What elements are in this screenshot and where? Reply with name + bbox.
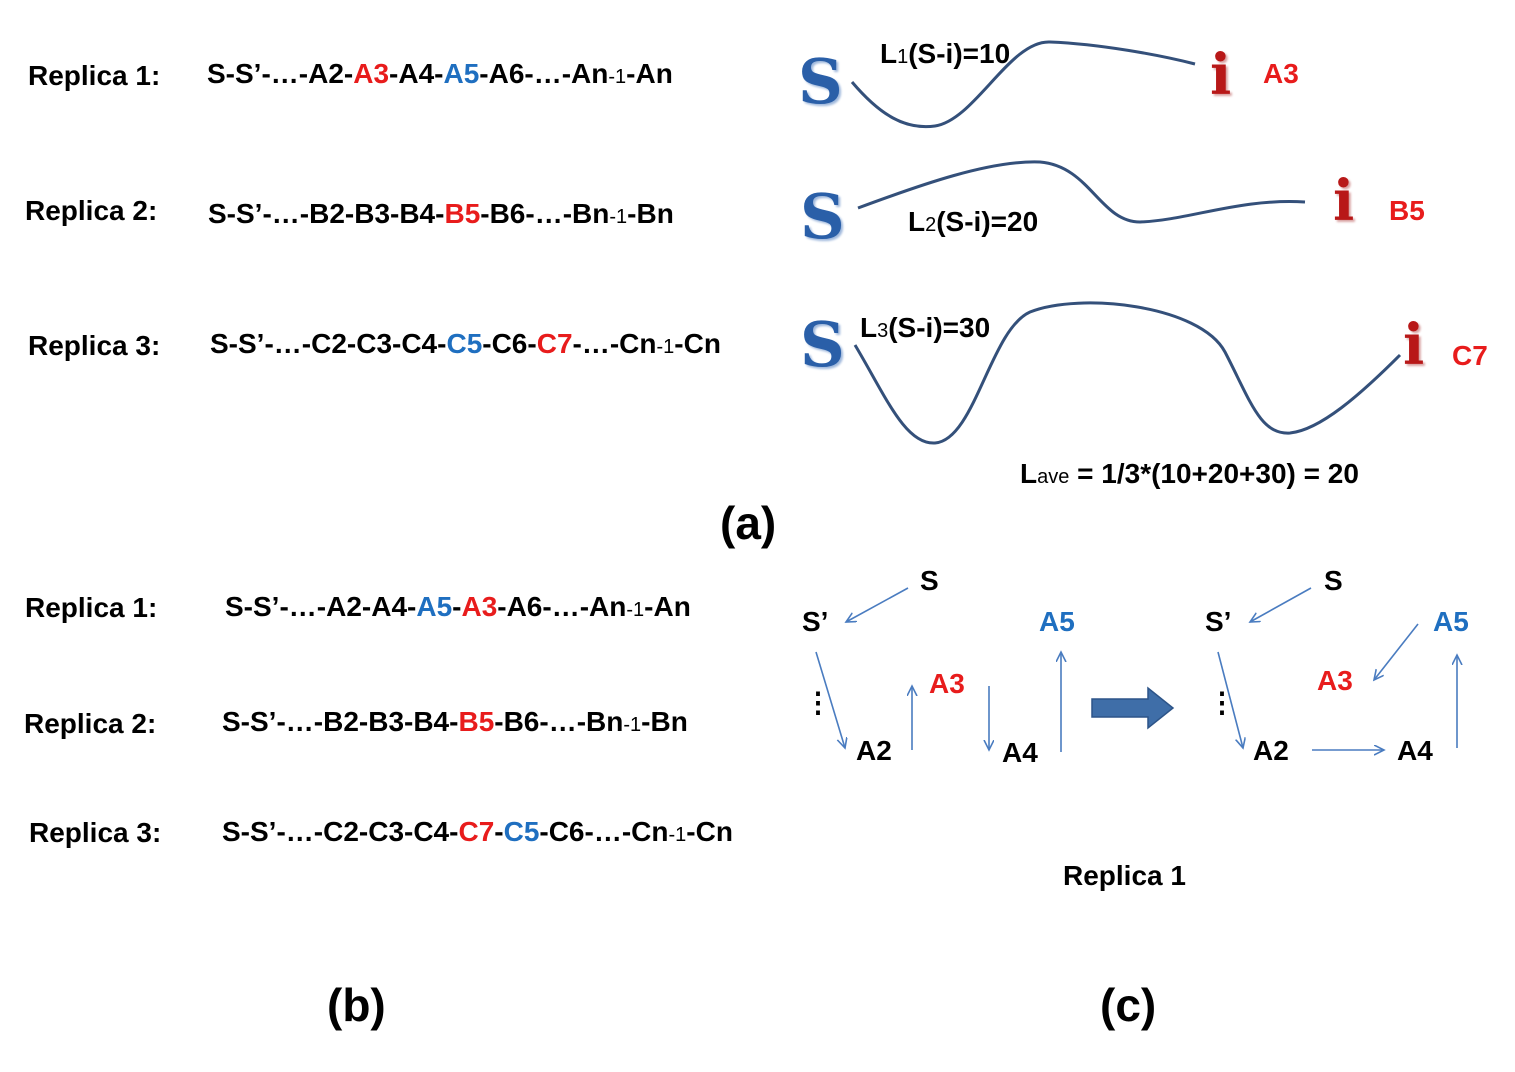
sequence-segment: -C6- bbox=[482, 328, 537, 359]
start-s-icon: S bbox=[800, 308, 845, 381]
node-dots: ⋮ bbox=[804, 687, 832, 718]
node-a5: A5 bbox=[1433, 606, 1469, 637]
sequence-segment: -1 bbox=[626, 599, 645, 621]
curve-length-label: L2(S-i)=20 bbox=[908, 206, 1039, 237]
curve-end-label: B5 bbox=[1389, 195, 1425, 226]
sequence-segment: S-S’-…-C2-C3-C4- bbox=[210, 328, 447, 359]
curve-end-label: C7 bbox=[1452, 340, 1488, 371]
average-length-label: Lave = 1/3*(10+20+30) = 20 bbox=[1020, 458, 1359, 489]
sequence-segment: - bbox=[452, 591, 462, 622]
sequence-segment: S-S’-…-B2-B3-B4- bbox=[208, 198, 445, 229]
sequence-segment: -Bn bbox=[641, 706, 688, 737]
sequence-segment: S-S’-…-B2-B3-B4- bbox=[222, 706, 459, 737]
sequence-segment: - bbox=[494, 816, 504, 847]
sequence-segment: B5 bbox=[458, 706, 495, 737]
sequence-segment: -1 bbox=[656, 336, 675, 358]
sequence-segment: S-S’-…-C2-C3-C4- bbox=[222, 816, 459, 847]
start-s-icon: S bbox=[798, 45, 843, 118]
sequence-b1: S-S’-…-A2-A4-A5-A3-A6-…-An-1-An bbox=[225, 591, 691, 623]
node-a3: A3 bbox=[1317, 665, 1353, 696]
sequence-segment: S-S’-…-A2-A4- bbox=[225, 591, 417, 622]
sequence-segment: -C6-…-Cn bbox=[539, 816, 669, 847]
sequence-segment: -An bbox=[644, 591, 691, 622]
curve-length-label: L1(S-i)=10 bbox=[880, 38, 1011, 69]
replica-label: Replica 3: bbox=[28, 330, 161, 361]
info-i-icon: i bbox=[1403, 312, 1425, 378]
node-a2: A2 bbox=[1253, 735, 1289, 766]
sequence-a1: S-S’-…-A2-A3-A4-A5-A6-…-An-1-An bbox=[207, 58, 673, 90]
sequence-segment: -An bbox=[626, 58, 673, 89]
arrow-a5-to-a3-2 bbox=[1374, 623, 1419, 680]
replica-label: Replica 1: bbox=[28, 60, 161, 91]
node-s: S bbox=[1324, 565, 1343, 596]
sequence-segment: C5 bbox=[503, 816, 540, 847]
sequence-segment: C7 bbox=[458, 816, 495, 847]
transition-arrow bbox=[1091, 686, 1175, 730]
node-a5: A5 bbox=[1039, 606, 1075, 637]
path-curve-2 bbox=[857, 160, 1306, 224]
start-s-icon: S bbox=[800, 180, 845, 253]
sequence-b2: S-S’-…-B2-B3-B4-B5-B6-…-Bn-1-Bn bbox=[222, 706, 688, 738]
sequence-segment: C7 bbox=[536, 328, 573, 359]
node-a4: A4 bbox=[1002, 737, 1038, 768]
replica-label: Replica 1: bbox=[25, 592, 158, 623]
sequence-segment: -Cn bbox=[674, 328, 721, 359]
info-i-icon: i bbox=[1333, 168, 1355, 234]
node-s-prime: S’ bbox=[802, 606, 829, 637]
node-s-prime: S’ bbox=[1205, 606, 1232, 637]
path-curve-1 bbox=[850, 40, 1196, 129]
node-a3: A3 bbox=[929, 668, 965, 699]
panel-label-c: (c) bbox=[1100, 979, 1157, 1031]
curve-length-label: L3(S-i)=30 bbox=[860, 312, 991, 343]
arrow-s-to-sprime bbox=[846, 587, 909, 622]
sequence-segment: A3 bbox=[461, 591, 498, 622]
sequence-segment: -1 bbox=[609, 206, 628, 228]
curve-end-label: A3 bbox=[1263, 58, 1299, 89]
node-a4: A4 bbox=[1397, 735, 1433, 766]
node-a2: A2 bbox=[856, 735, 892, 766]
sequence-segment: S-S’-…-A2- bbox=[207, 58, 354, 89]
arrow-s-to-sprime-2 bbox=[1250, 587, 1312, 622]
sequence-a2: S-S’-…-B2-B3-B4-B5-B6-…-Bn-1-Bn bbox=[208, 198, 674, 230]
sequence-segment: A5 bbox=[416, 591, 453, 622]
sequence-segment: -1 bbox=[623, 714, 642, 736]
sequence-segment: -…-Cn bbox=[572, 328, 657, 359]
sequence-segment: B5 bbox=[444, 198, 481, 229]
sequence-segment: -1 bbox=[668, 824, 687, 846]
sequence-segment: -A6-…-An bbox=[479, 58, 609, 89]
sequence-segment: -1 bbox=[608, 66, 627, 88]
sequence-segment: C5 bbox=[446, 328, 483, 359]
sequence-segment: -B6-…-Bn bbox=[494, 706, 624, 737]
arrow-sprime-to-a2 bbox=[815, 651, 845, 748]
sequence-segment: -Bn bbox=[627, 198, 674, 229]
sequence-segment: A3 bbox=[353, 58, 390, 89]
sequence-segment: -A4- bbox=[389, 58, 444, 89]
panel-label-a: (a) bbox=[720, 497, 777, 549]
replica-label: Replica 2: bbox=[24, 708, 157, 739]
path-curve-3 bbox=[853, 301, 1402, 445]
node-dots: ⋮ bbox=[1208, 687, 1236, 718]
diagram-caption: Replica 1 bbox=[1063, 860, 1186, 891]
panel-label-b: (b) bbox=[327, 979, 386, 1031]
sequence-segment: -B6-…-Bn bbox=[480, 198, 610, 229]
node-s: S bbox=[920, 565, 939, 596]
sequence-segment: -Cn bbox=[686, 816, 733, 847]
sequence-a3: S-S’-…-C2-C3-C4-C5-C6-C7-…-Cn-1-Cn bbox=[210, 328, 721, 360]
info-i-icon: i bbox=[1210, 42, 1232, 108]
replica-label: Replica 3: bbox=[29, 817, 162, 848]
sequence-segment: A5 bbox=[443, 58, 480, 89]
replica-label: Replica 2: bbox=[25, 195, 158, 226]
arrow-sprime-to-a2-2 bbox=[1217, 651, 1243, 748]
sequence-b3: S-S’-…-C2-C3-C4-C7-C5-C6-…-Cn-1-Cn bbox=[222, 816, 733, 848]
sequence-segment: -A6-…-An bbox=[497, 591, 627, 622]
